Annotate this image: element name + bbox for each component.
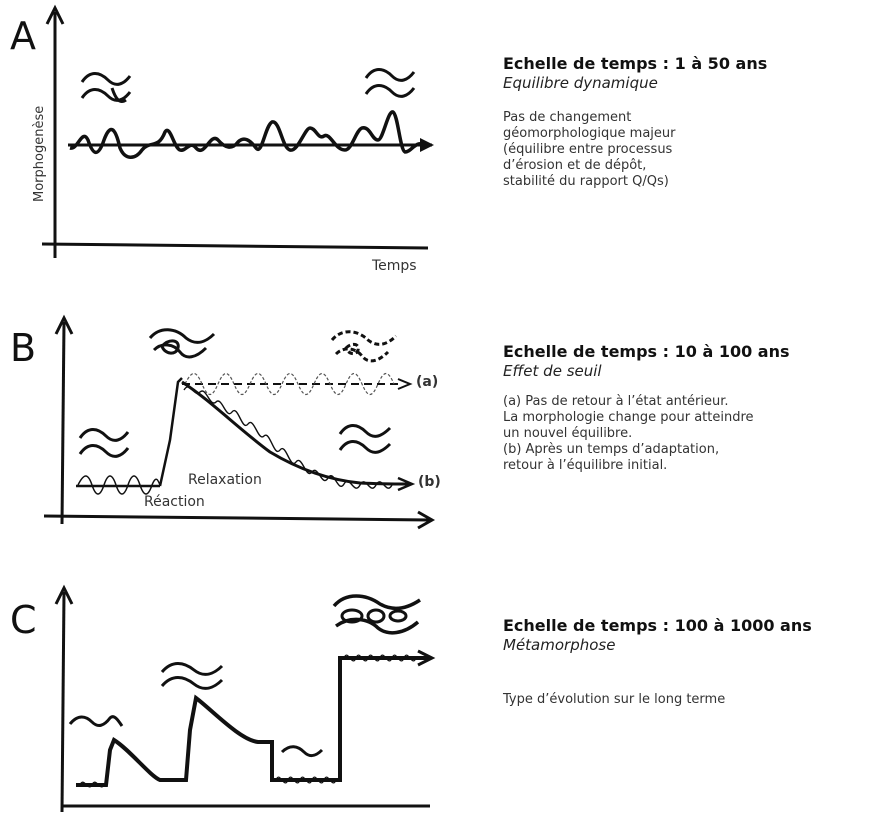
x-axis-arrow (417, 510, 436, 530)
river-symbol-left (78, 428, 130, 458)
reaction-label: Réaction (144, 494, 205, 510)
y-axis (60, 591, 66, 813)
subtitle: Effet de seuil (503, 362, 602, 380)
description-line: stabilité du rapport Q/Qs) (503, 174, 669, 189)
description-line: d’érosion et de dépôt, (503, 158, 647, 173)
subtitle: Métamorphose (503, 636, 616, 654)
description-b: Echelle de temps : 10 à 100 ans Effet de… (503, 342, 863, 474)
island-1 (340, 608, 364, 624)
panel-letter: A (10, 14, 36, 58)
graph-b (43, 314, 436, 530)
y-axis-arrow (54, 314, 74, 335)
description-line: Pas de changement (503, 110, 632, 125)
island-3 (388, 609, 408, 623)
river-symbol-mid (160, 662, 224, 690)
y-axis-arrow (54, 584, 74, 605)
oscillation-start (79, 781, 105, 788)
graph-a (41, 4, 434, 258)
panel-letter: C (10, 598, 37, 642)
x-axis (43, 514, 431, 522)
description-text: Type d’évolution sur le long terme (503, 692, 863, 708)
fluctuation-curve (69, 110, 426, 159)
description-line: (a) Pas de retour à l’état antérieur. (503, 394, 729, 409)
panel-letter: B (10, 326, 37, 370)
description-line: (équilibre entre processus (503, 142, 673, 157)
baseline-oscillation (77, 475, 161, 495)
relaxation-curve (181, 380, 411, 486)
description-line: un nouvel équilibre. (503, 426, 633, 441)
description-line: (b) Après un temps d’adaptation, (503, 442, 720, 457)
label-a: (a) (416, 374, 439, 390)
x-axis-label: Temps (372, 258, 417, 274)
river-symbol-right (364, 68, 416, 98)
graph-c (54, 584, 436, 813)
y-axis-arrow (45, 4, 65, 25)
relaxation-label: Relaxation (188, 472, 262, 488)
description-text: Pas de changement géomorphologique majeu… (503, 110, 863, 190)
description-a: Echelle de temps : 1 à 50 ans Equilibre … (503, 54, 863, 190)
arrow-c (417, 649, 436, 667)
river-symbol-low (280, 745, 324, 758)
arrow-b (397, 476, 416, 492)
equilibrium-arrow (420, 138, 434, 152)
river-symbol-small (68, 715, 124, 727)
description-line: La morphologie change pour atteindre (503, 410, 754, 425)
river-symbol-right (338, 424, 392, 454)
island-2 (366, 608, 386, 624)
panel-c: C Echelle de temps : 100 à 1000 ans Méta… (0, 580, 869, 818)
label-b: (b) (418, 474, 441, 490)
time-scale: Echelle de temps : 10 à 100 ans (503, 342, 790, 361)
relaxation-oscillation (183, 386, 393, 489)
reaction-jump (158, 377, 183, 487)
panel-b: B (a) (b) Relaxation Réaction Echelle de… (0, 290, 869, 540)
time-scale: Echelle de temps : 1 à 50 ans (503, 54, 768, 73)
description-line: retour à l’équilibre initial. (503, 458, 668, 473)
description-line: géomorphologique majeur (503, 126, 676, 141)
river-symbol-left (80, 72, 132, 103)
time-scale: Echelle de temps : 100 à 1000 ans (503, 616, 812, 635)
oscillation-high (343, 654, 417, 662)
x-axis (41, 242, 429, 250)
description-text: (a) Pas de retour à l’état antérieur. La… (503, 394, 863, 474)
braided-symbol-dashed (330, 330, 398, 363)
description-c: Echelle de temps : 100 à 1000 ans Métamo… (503, 616, 863, 708)
y-axis (60, 321, 66, 525)
braided-symbol-top (148, 328, 216, 359)
y-axis-label: Morphogenèse (32, 105, 47, 202)
description-line: Type d’évolution sur le long terme (503, 692, 726, 707)
subtitle: Equilibre dynamique (503, 74, 658, 92)
oscillation-low (275, 776, 337, 784)
arrow-a (397, 378, 413, 390)
panel-a: A Morphogenèse Temps Echelle de temps : … (0, 0, 869, 280)
evolution-curve (76, 656, 430, 787)
